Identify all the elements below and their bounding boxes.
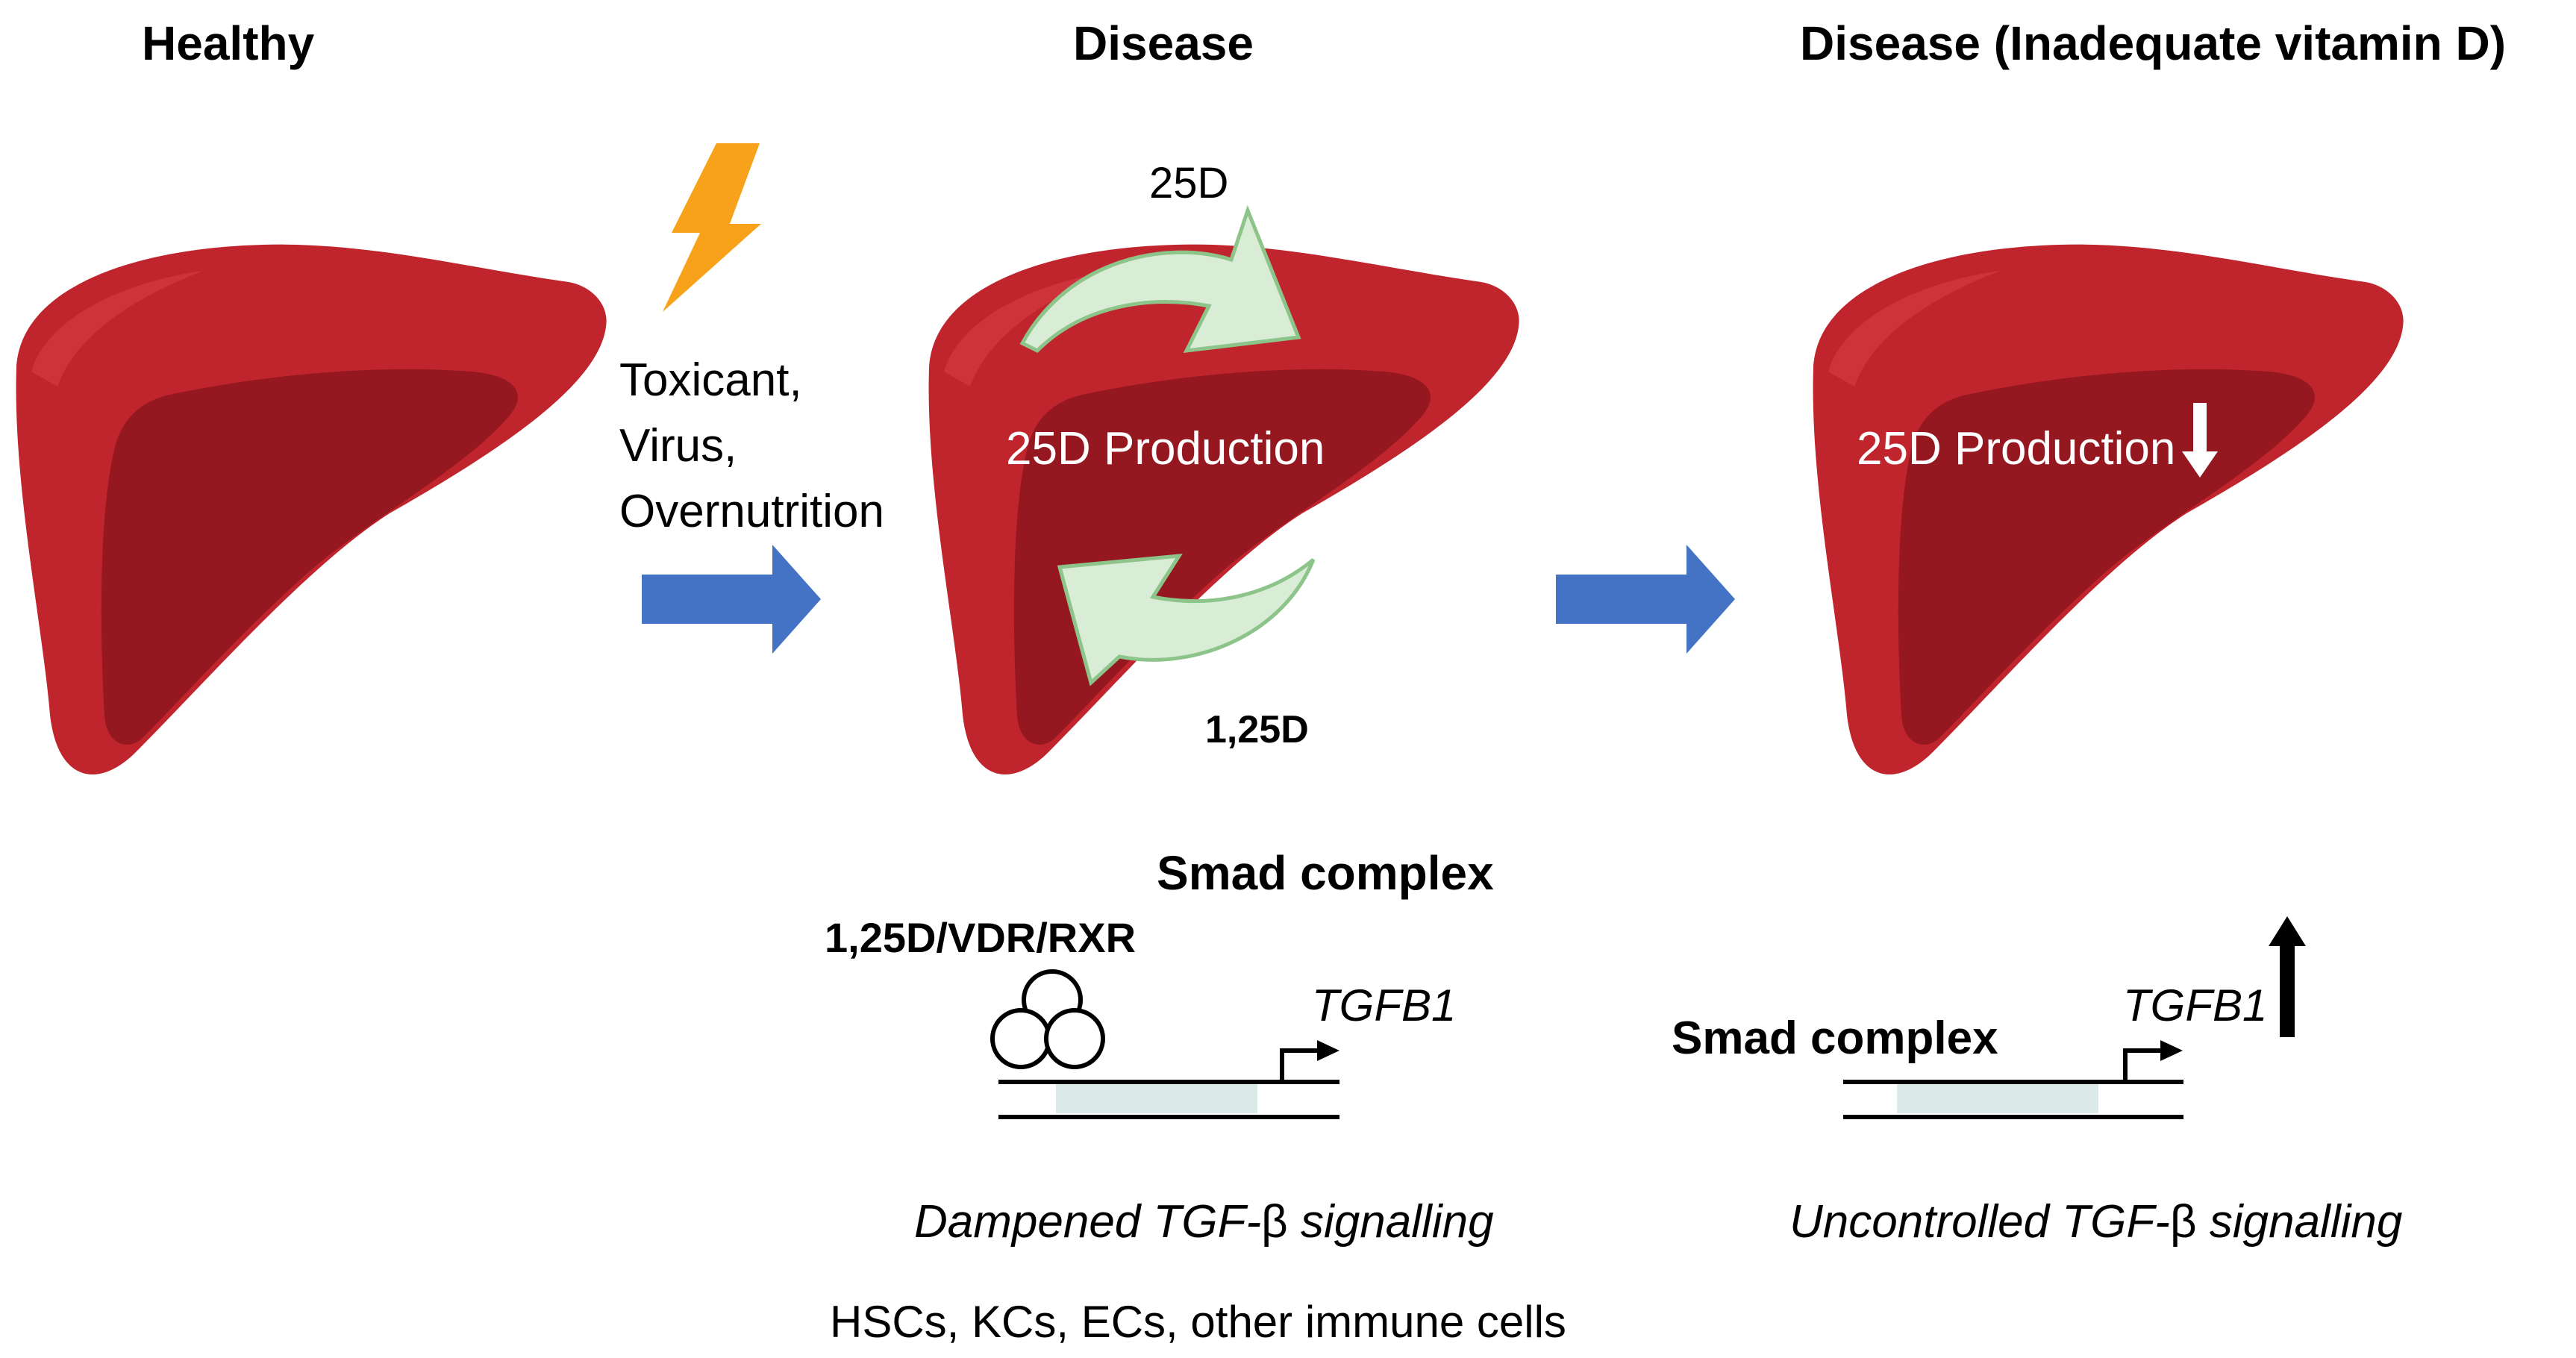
caption-dampened: Dampened TGF-β signalling — [914, 1196, 1494, 1248]
cycle-arrow-bottom — [1057, 554, 1316, 686]
promoter-box-left — [1056, 1083, 1257, 1113]
cycle-label-125d: 1,25D — [1205, 708, 1309, 751]
receptor-complex-icon — [990, 969, 1105, 1069]
transcription-start-arrow-icon — [2123, 1048, 2164, 1082]
title-healthy: Healthy — [142, 16, 315, 70]
down-arrow-icon — [2182, 403, 2218, 478]
flow-arrow-1 — [642, 545, 821, 654]
caption-uncontrolled: Uncontrolled TGF-β signalling — [1789, 1196, 2402, 1248]
receptor-label: 1,25D/VDR/RXR — [825, 914, 1136, 961]
cycle-arrow-top — [1019, 204, 1301, 354]
gene-label-right: TGFB1 — [2123, 980, 2267, 1030]
smad-complex-heading: Smad complex — [1157, 846, 1494, 900]
title-disease: Disease — [1073, 16, 1254, 70]
liver-icon — [1813, 244, 2404, 775]
injury-virus: Virus, — [619, 420, 737, 472]
transcription-start-arrow-icon — [1317, 1040, 1339, 1061]
production-label-right: 25D Production — [1857, 423, 2175, 475]
production-label-mid: 25D Production — [1006, 423, 1325, 475]
gene-label-left: TGFB1 — [1312, 980, 1456, 1030]
smad-complex-label-right: Smad complex — [1672, 1013, 1998, 1064]
cells-label: HSCs, KCs, ECs, other immune cells — [830, 1297, 1566, 1347]
cycle-label-25d: 25D — [1149, 159, 1228, 207]
promoter-box-right — [1897, 1083, 2098, 1113]
injury-toxicant: Toxicant, — [619, 354, 802, 406]
transcription-start-arrow-icon — [1280, 1048, 1321, 1082]
flow-arrow-2 — [1556, 545, 1735, 654]
lightning-icon — [663, 143, 761, 312]
transcription-start-arrow-icon — [2160, 1040, 2183, 1061]
liver-icon — [16, 244, 607, 775]
injury-overnutrition: Overnutrition — [619, 486, 884, 537]
title-disease-inadequate: Disease (Inadequate vitamin D) — [1800, 16, 2506, 70]
up-arrow-icon — [2269, 916, 2306, 1037]
